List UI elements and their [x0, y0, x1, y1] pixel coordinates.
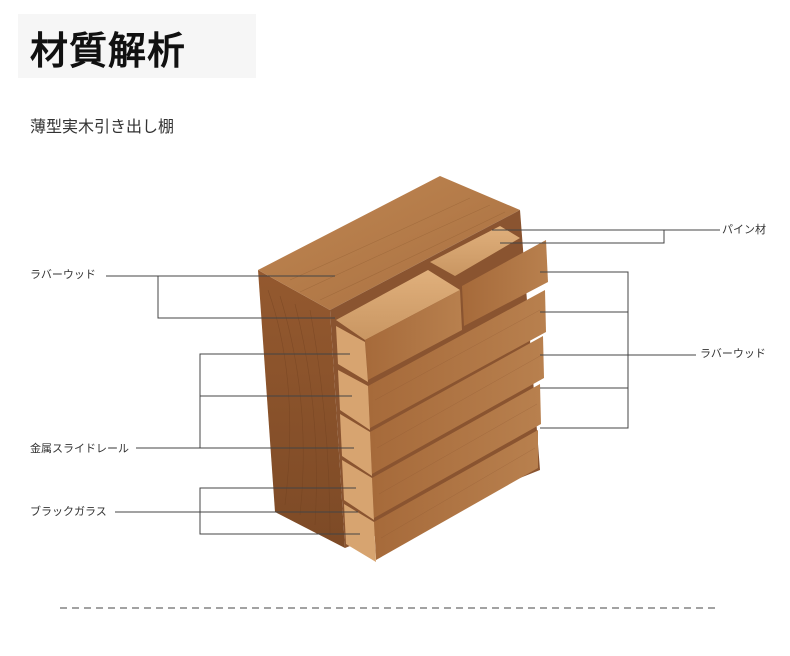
- drawer-3: [372, 384, 541, 518]
- label-rubber-wood-left: ラバーウッド: [30, 268, 96, 282]
- drawer-4: [374, 430, 538, 560]
- drawer-inner-sides: [336, 326, 376, 562]
- drawer-stack: [368, 290, 546, 560]
- label-rubber-wood-right: ラバーウッド: [700, 347, 766, 361]
- top-drawer-right-front: [462, 240, 548, 326]
- label-metal-rail: 金属スライドレール: [30, 442, 129, 456]
- title-background: [18, 14, 256, 78]
- side-grain: [267, 289, 331, 536]
- drawer-1: [368, 290, 546, 428]
- product-subtitle: 薄型実木引き出し棚: [30, 117, 175, 136]
- page-title: 材質解析: [30, 29, 187, 73]
- label-pine-wood: パイン材: [722, 223, 766, 237]
- top-grain: [289, 197, 506, 301]
- label-black-glass: ブラックガラス: [30, 505, 107, 519]
- top-drawer-left-open: [336, 270, 460, 340]
- top-drawer-left-front: [365, 290, 462, 380]
- drawer-2: [370, 336, 544, 474]
- top-drawer-right-open: [430, 226, 520, 276]
- front-grain: [374, 309, 541, 539]
- leader-lines: [106, 229, 720, 535]
